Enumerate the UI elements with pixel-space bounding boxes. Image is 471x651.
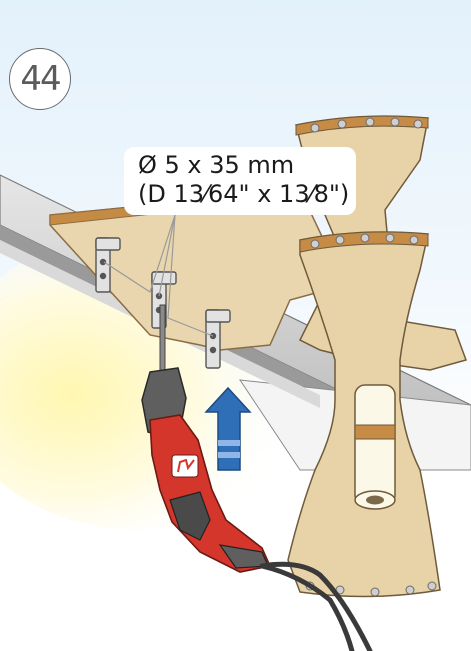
screw-size-metric: Ø 5 x 35 mm	[138, 151, 356, 180]
screw-size-imperial: (D 13⁄64" x 13⁄8")	[138, 180, 356, 209]
step-number-badge: 44	[9, 48, 71, 110]
drill-bit	[160, 305, 165, 375]
spacer-tube	[355, 385, 395, 509]
step-number: 44	[20, 62, 59, 96]
dimension-callout: Ø 5 x 35 mm (D 13⁄64" x 13⁄8")	[124, 147, 356, 215]
